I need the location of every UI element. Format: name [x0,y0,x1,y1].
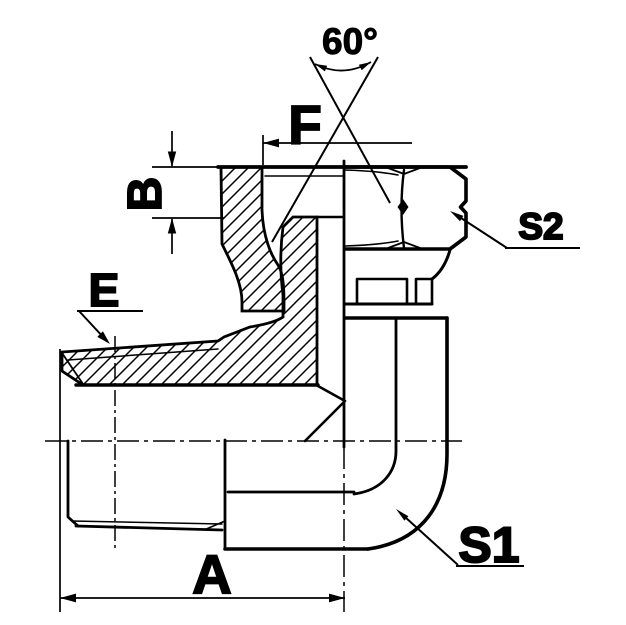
angle-arc-arrow-left [315,64,328,72]
b-arrow-top [167,151,177,167]
cone-line-left [271,56,379,243]
e-label: E [89,264,120,316]
cone-angle-label: 60° [322,21,378,62]
a-label: A [192,543,232,605]
hex-facet-diamond [397,199,409,215]
cone-line-right [309,56,391,204]
b-label: B [119,177,172,212]
body-section-wall [60,215,319,387]
f-arrow [263,138,279,148]
male-end-face-lower [66,439,80,528]
b-arrow-bottom [167,218,177,234]
thread-root-upper [67,348,219,361]
hex-bottom-chamfer [387,241,421,249]
elbow-inner-fillet [352,316,398,496]
s2-label: S2 [518,206,563,247]
e-arrow [97,331,110,344]
s1-label: S1 [458,517,519,573]
hex-top-chamfer-arc [344,169,399,176]
hex-top-chamfer [387,167,421,175]
thread-root-lower [71,520,226,531]
callout-s2: S2 [450,205,580,249]
male-end-chamfer [61,352,84,385]
bore-intersection-edges [303,384,347,443]
dimension-b: B [118,131,224,254]
swivel-nut-hex [343,165,468,251]
a-arrow-right [329,593,345,603]
a-arrow-left [60,593,76,603]
angle-arc-arrow-right [358,62,371,71]
dimension-a: A [59,349,345,612]
f-label: F [288,94,322,156]
dimension-f: F [262,93,412,165]
s1-leader [404,516,459,566]
s2-leader [460,217,508,249]
fitting-outline [61,159,468,551]
callout-s1: S1 [396,509,524,574]
hex-bottom-chamfer-arc [344,240,399,247]
s2-arrow [450,211,464,222]
elbow-outer-bend [366,316,449,551]
stem-groove [355,277,434,306]
s1-arrow [396,509,409,521]
dimension-e: E [77,263,143,344]
nut-skirt-dome [430,248,452,281]
thread-crest-lower [74,524,224,532]
section-hatching [60,165,319,387]
cone-angle-annotation: 60° [271,21,391,243]
